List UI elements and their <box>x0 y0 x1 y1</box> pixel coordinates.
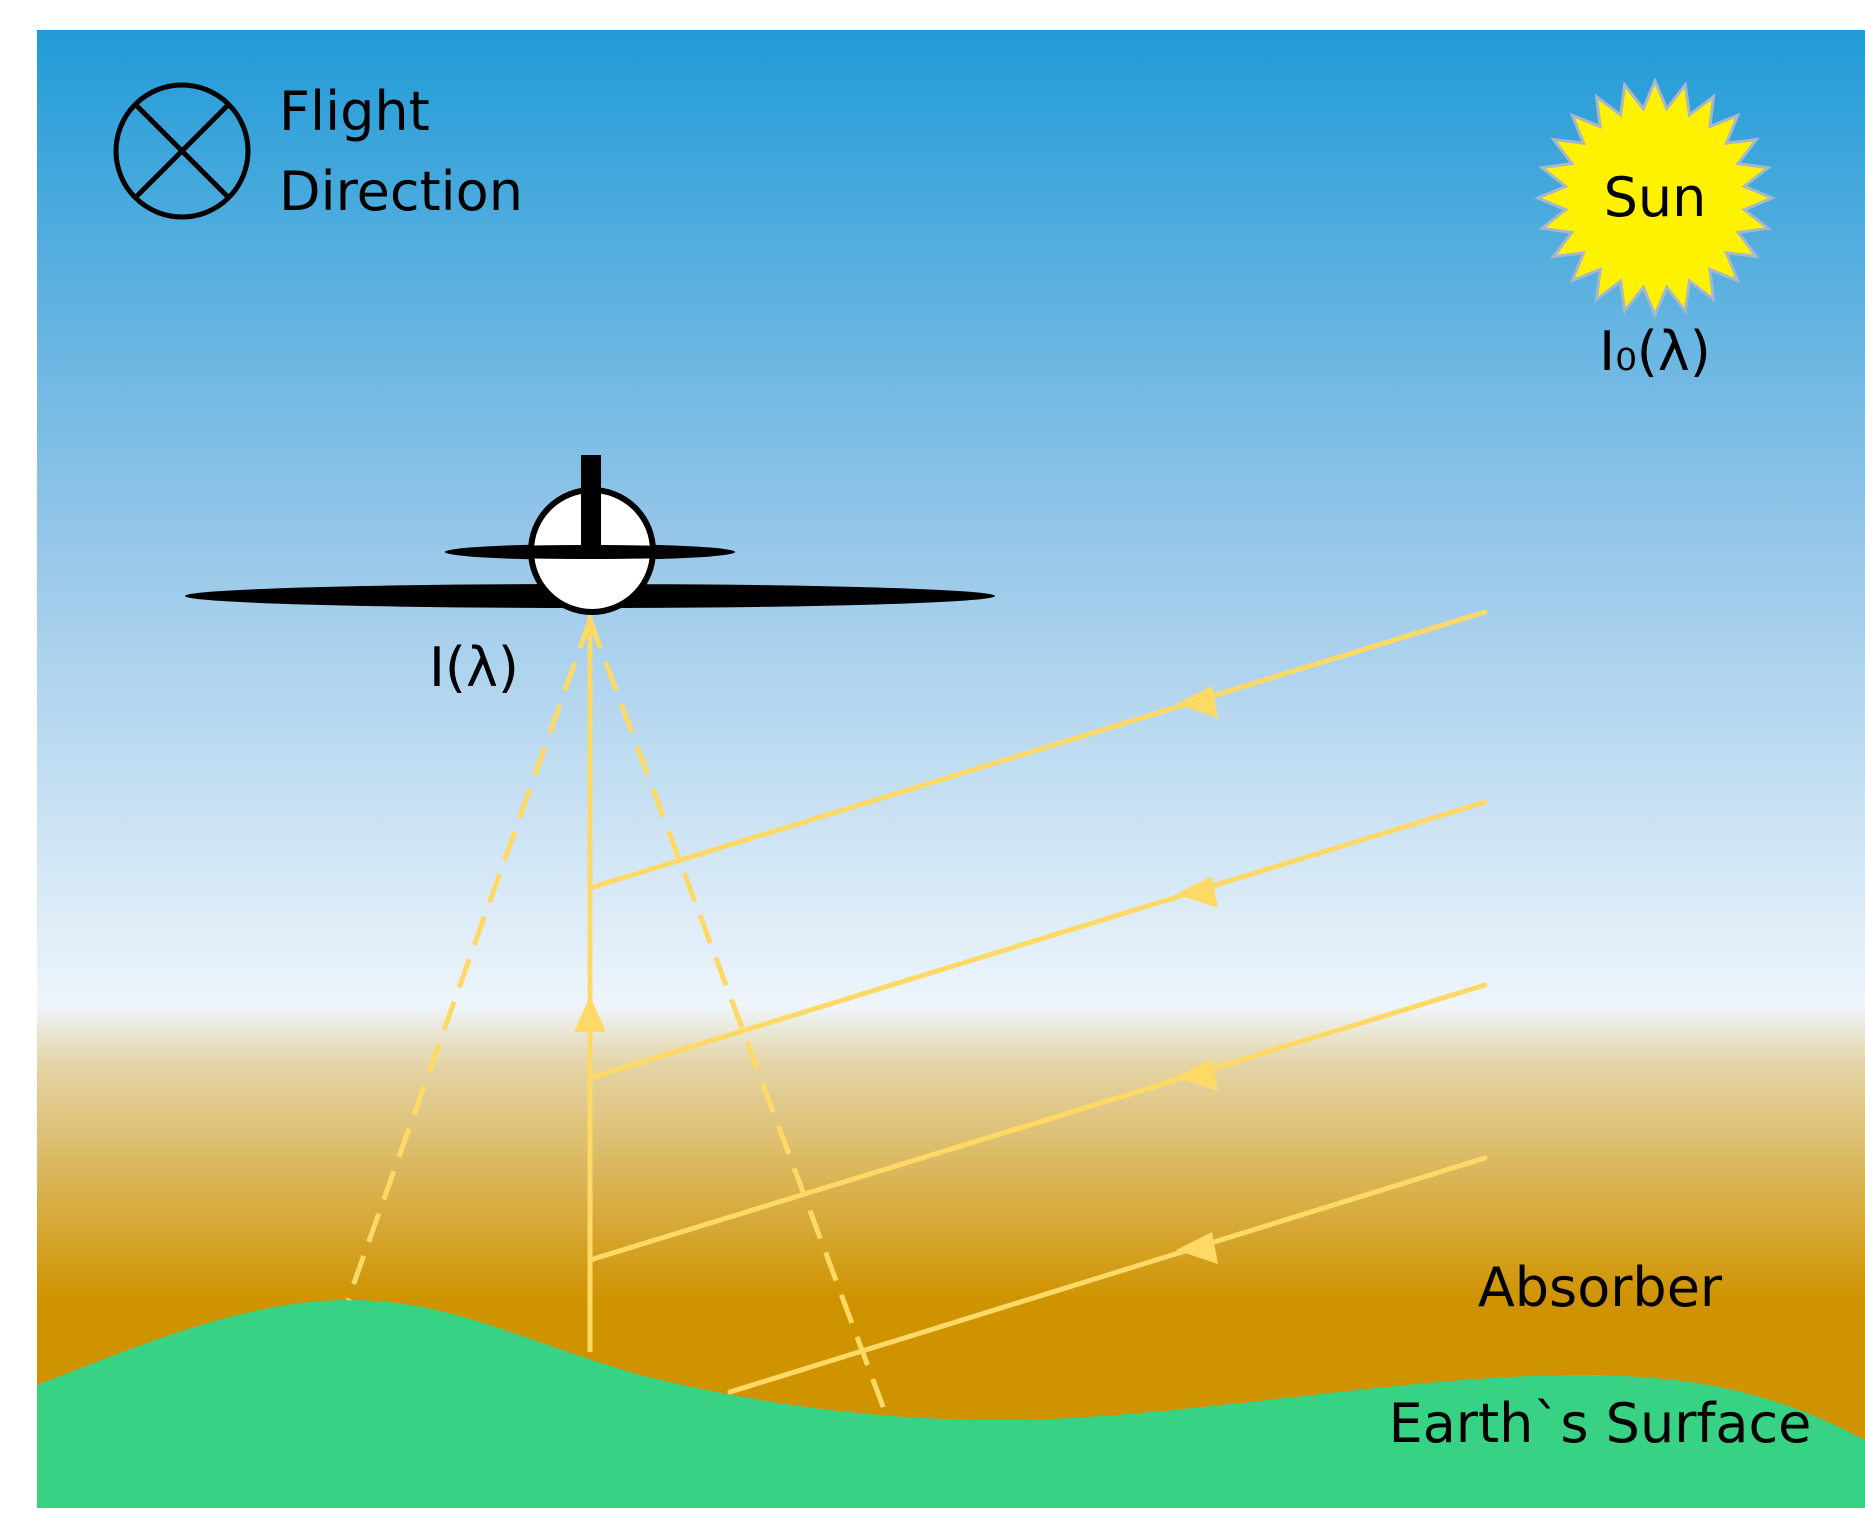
ray-arrowhead-4 <box>1176 1232 1218 1264</box>
ray-arrowhead-3 <box>1176 1059 1218 1091</box>
aircraft-tailplane-overlay <box>445 545 735 559</box>
flight-direction-label-line2: Direction <box>279 160 523 223</box>
solar-ray-3 <box>587 982 1488 1263</box>
reflected-ray-arrowhead <box>574 996 606 1032</box>
absorber-label: Absorber <box>1478 1256 1723 1319</box>
solar-ray-2 <box>587 799 1488 1081</box>
ray-arrowhead-2 <box>1176 876 1218 908</box>
flight-direction-label-line1: Flight <box>279 80 430 143</box>
atmosphere-background <box>37 30 1865 1508</box>
solar-rays <box>587 609 1488 1395</box>
aircraft <box>185 455 995 615</box>
sun-label: Sun <box>1604 166 1707 229</box>
fov-right-boundary <box>587 619 891 1421</box>
ray-arrowhead-1 <box>1176 686 1218 718</box>
earth-surface-label: Earth`s Surface <box>1389 1392 1812 1455</box>
circled-x-icon <box>113 82 251 220</box>
sun-icon <box>1534 77 1776 319</box>
solar-ray-arrowheads <box>1176 686 1218 1264</box>
solar-ray-4 <box>727 1155 1488 1395</box>
incident-intensity-label: I₀(λ) <box>1599 320 1711 383</box>
field-of-view <box>345 619 891 1421</box>
measured-intensity-label: I(λ) <box>429 636 519 699</box>
solar-ray-1 <box>587 609 1488 891</box>
fov-left-boundary <box>345 619 593 1301</box>
earth-surface-ground <box>37 1300 1865 1508</box>
aircraft-tail-fin <box>581 455 601 555</box>
